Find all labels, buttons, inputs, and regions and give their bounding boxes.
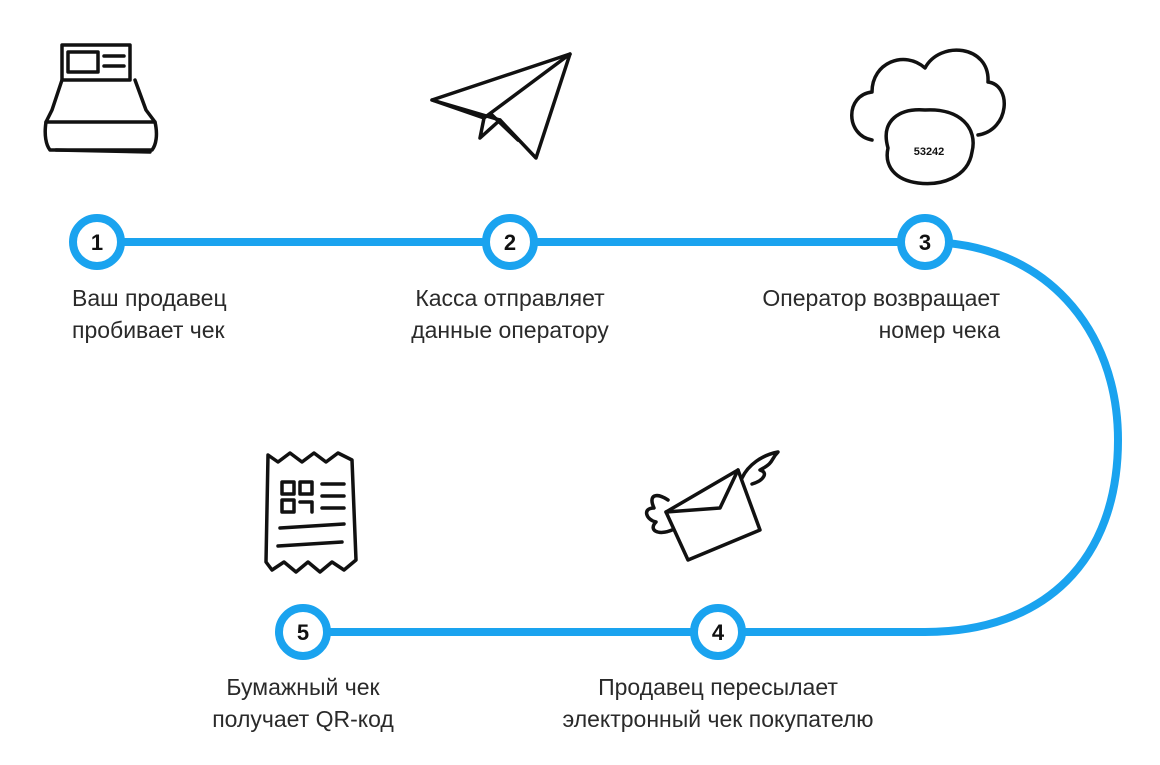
step-marker-1: 1 bbox=[69, 214, 125, 270]
step-5-label-line1: Бумажный чек bbox=[226, 674, 380, 700]
step-2-label-line2: данные оператору bbox=[411, 317, 609, 343]
svg-text:3: 3 bbox=[919, 230, 931, 255]
winged-envelope-icon bbox=[644, 450, 780, 562]
step-4-label-line2: электронный чек покупателю bbox=[562, 706, 873, 732]
svg-text:4: 4 bbox=[712, 620, 725, 645]
step-1-label-line2: пробивает чек bbox=[72, 317, 226, 343]
cloud-number: 53242 bbox=[914, 146, 945, 158]
step-3-label-line2: номер чека bbox=[879, 317, 1001, 343]
svg-text:5: 5 bbox=[297, 620, 309, 645]
step-marker-4: 4 bbox=[690, 604, 746, 660]
step-3-label-line1: Оператор возвращает bbox=[762, 285, 1000, 311]
step-marker-5: 5 bbox=[275, 604, 331, 660]
receipt-qr-icon bbox=[264, 451, 358, 574]
step-2-label-line1: Касса отправляет bbox=[415, 285, 605, 311]
svg-text:2: 2 bbox=[504, 230, 516, 255]
paper-plane-icon bbox=[430, 52, 572, 160]
step-1-label-line1: Ваш продавец bbox=[72, 285, 227, 311]
timeline-path bbox=[93, 238, 1123, 636]
step-marker-3: 3 bbox=[897, 214, 953, 270]
step-5-label-line2: получает QR-код bbox=[212, 706, 394, 732]
step-4-label-line1: Продавец пересылает bbox=[598, 674, 838, 700]
svg-text:1: 1 bbox=[91, 230, 103, 255]
step-marker-2: 2 bbox=[482, 214, 538, 270]
cloud-icon: 53242 bbox=[850, 48, 1006, 186]
cash-register-icon bbox=[43, 43, 159, 154]
